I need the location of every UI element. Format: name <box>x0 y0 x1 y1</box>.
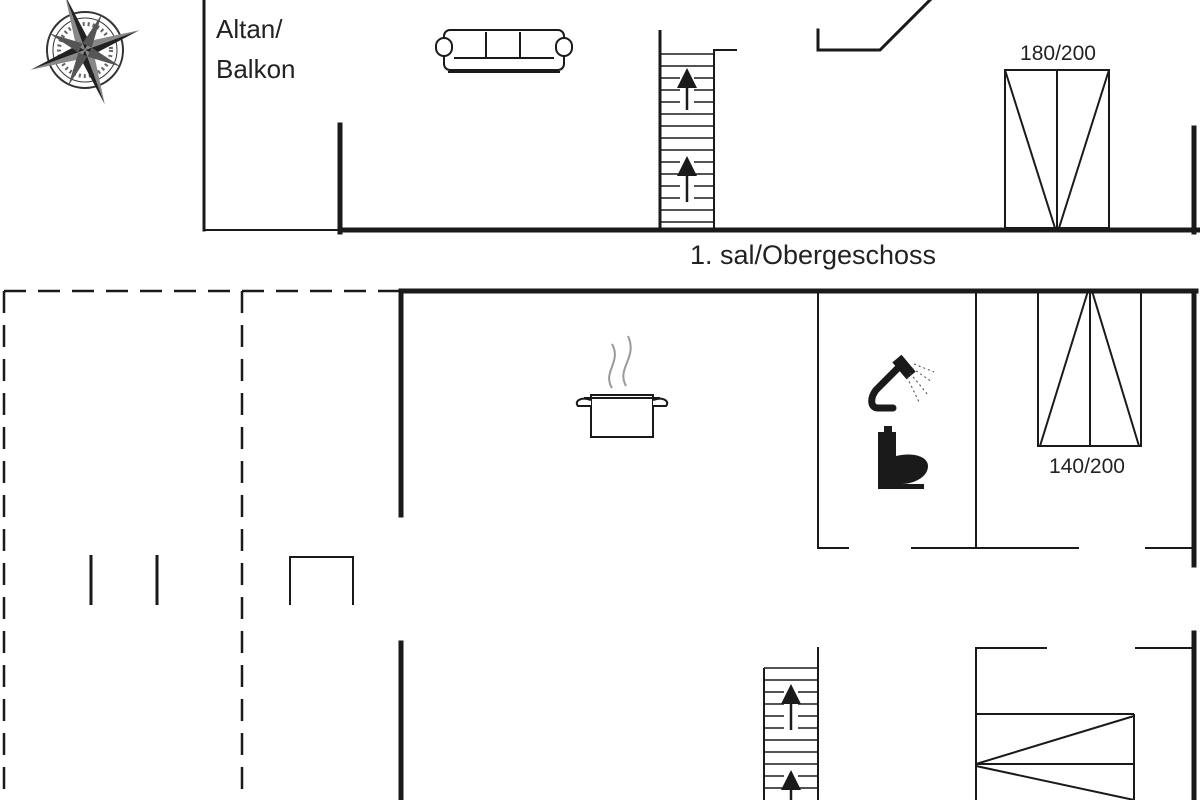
cooking-pot-icon <box>575 335 669 438</box>
garden-furniture <box>89 555 354 605</box>
stairs-icon <box>763 648 819 800</box>
bed-icon <box>1004 69 1110 229</box>
bed-icon <box>1037 290 1142 447</box>
stairs-icon <box>658 30 715 230</box>
sofa-icon <box>435 29 573 73</box>
shower-icon <box>868 354 935 412</box>
toilet-icon <box>878 426 928 489</box>
bed-icon <box>975 713 1135 800</box>
bed-size-upper: 180/200 <box>1020 42 1096 65</box>
floor-label: 1. sal/Obergeschoss <box>690 240 936 270</box>
terrace-outline <box>2 289 400 800</box>
upper-floor-walls <box>202 0 1200 235</box>
compass-rose-icon <box>30 0 140 105</box>
ground-floor-walls <box>398 288 1199 800</box>
balcony-label-line2: Balkon <box>216 54 296 84</box>
bed-size-ground: 140/200 <box>1049 455 1125 478</box>
balcony-label-line1: Altan/ <box>216 14 283 44</box>
